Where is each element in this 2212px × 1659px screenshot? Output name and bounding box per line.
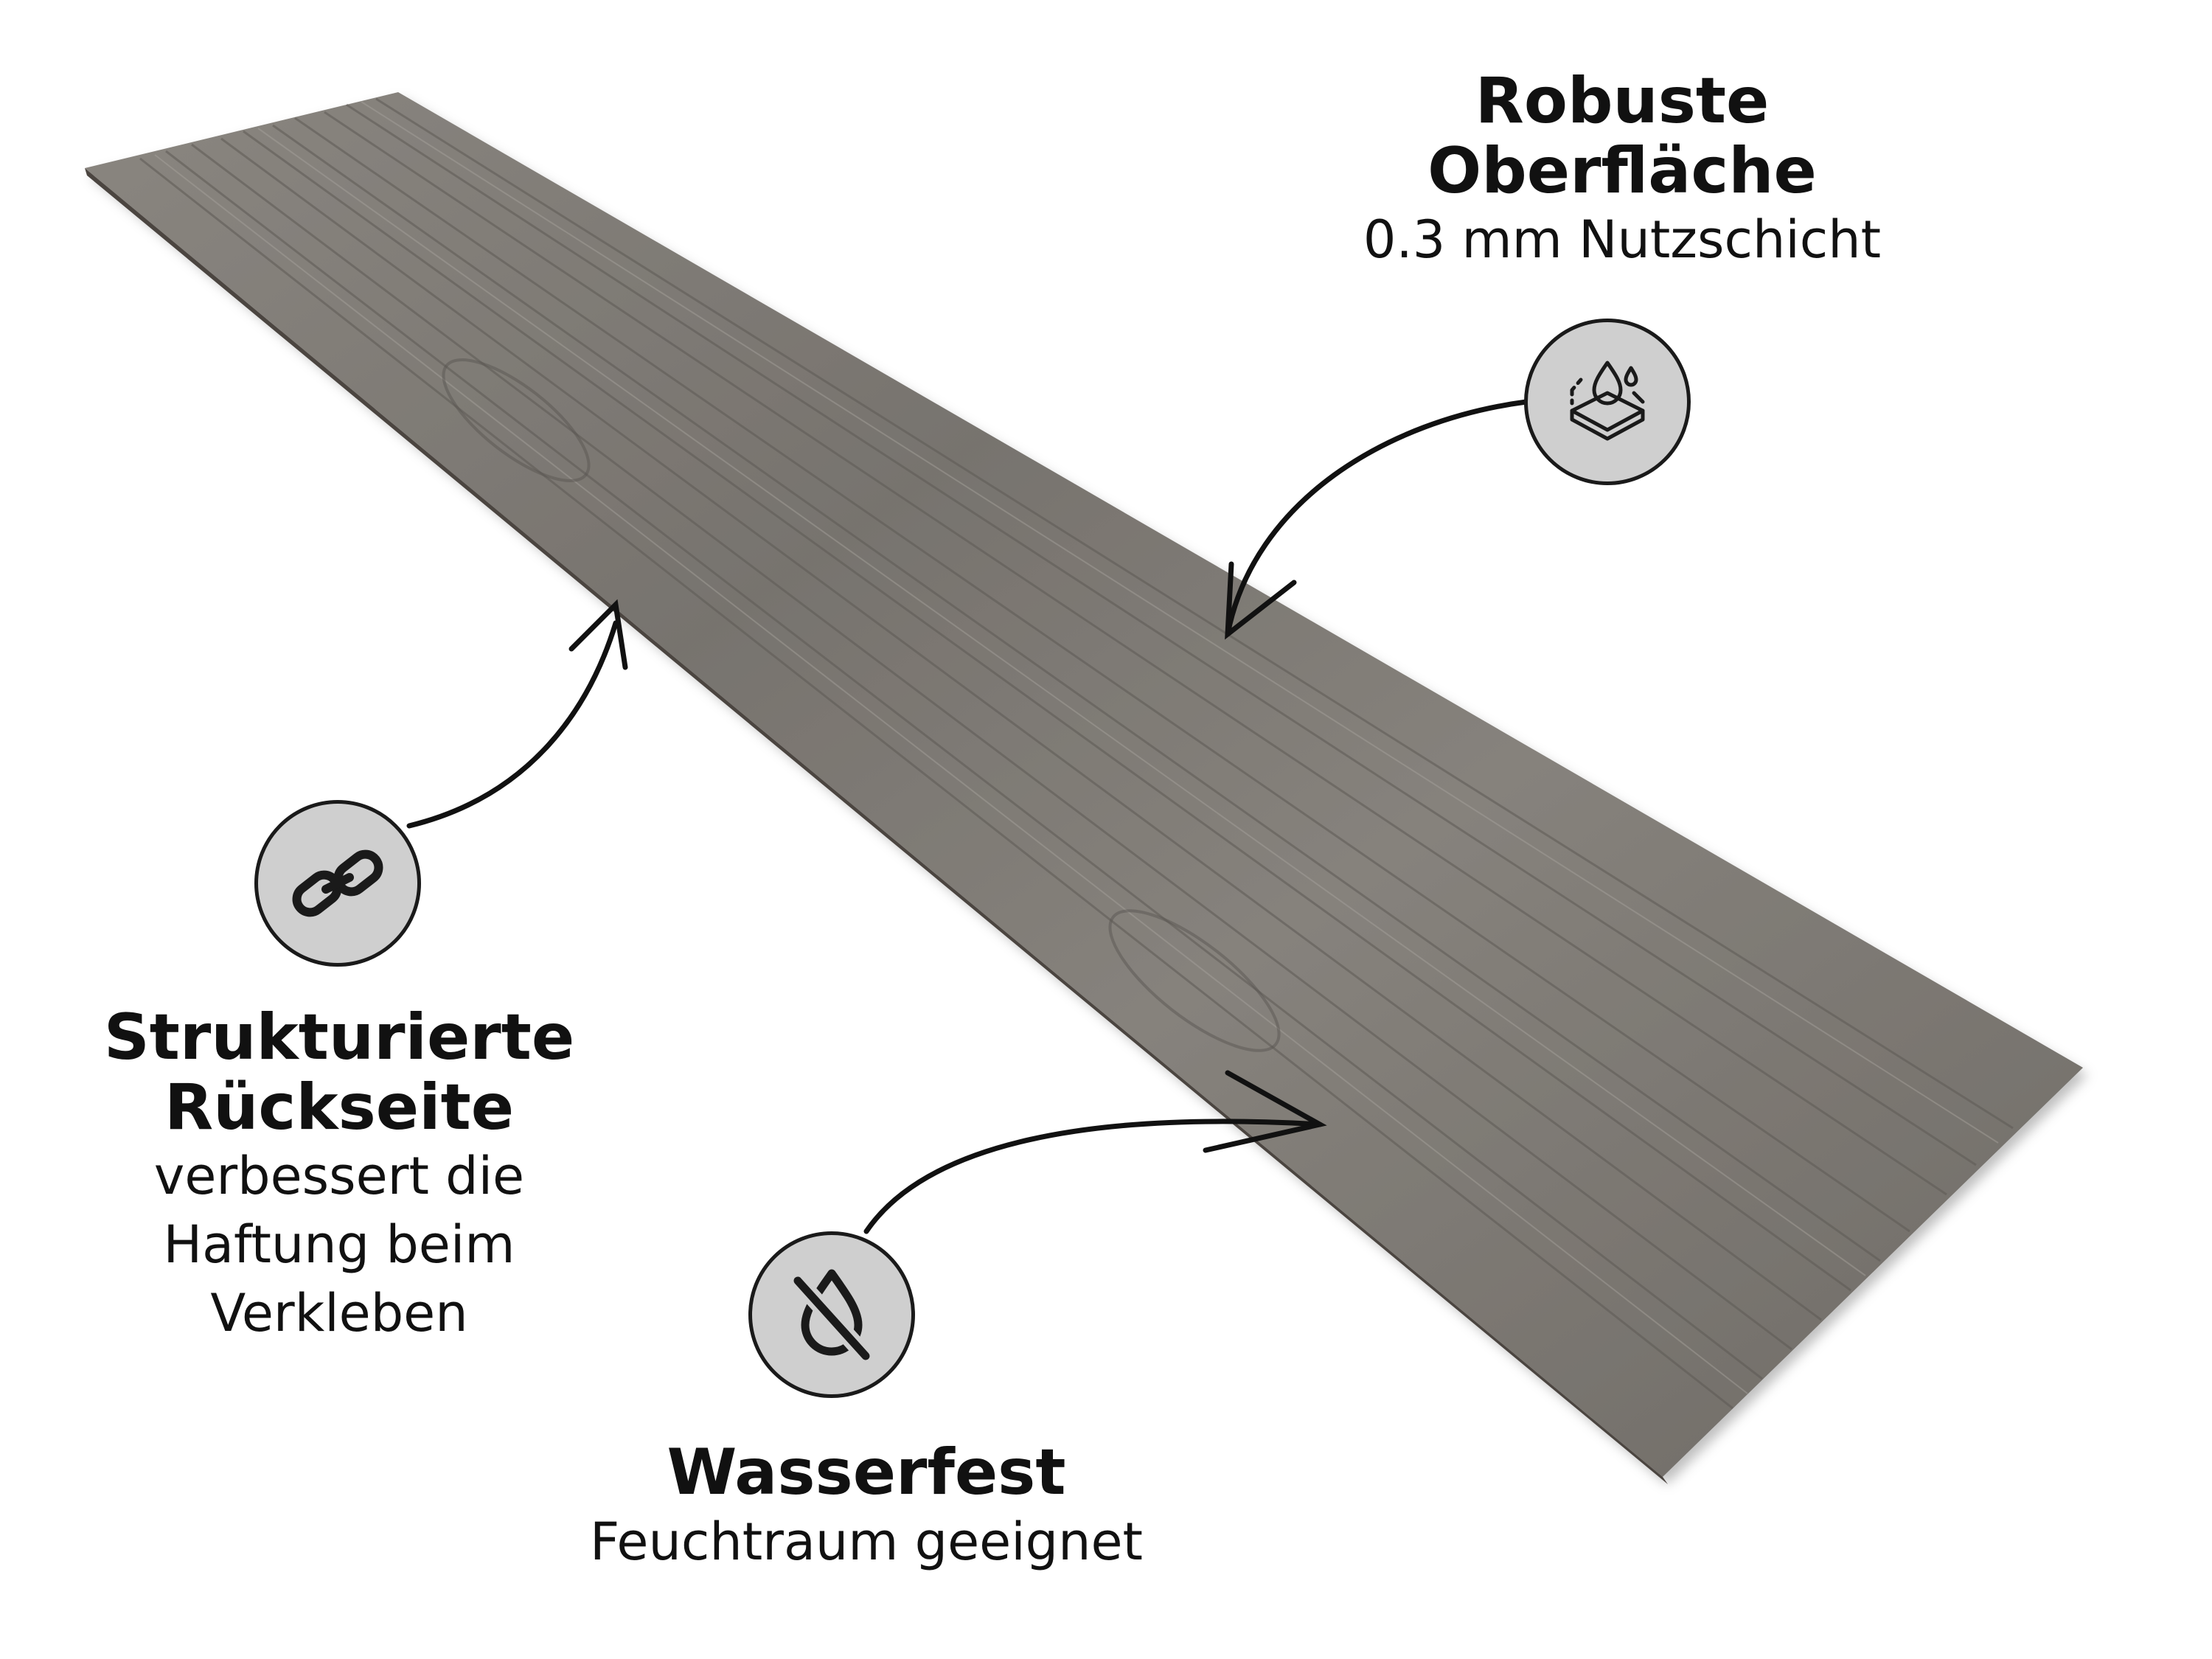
vinyl-plank: [85, 92, 2083, 1484]
layer-droplet-icon: [1524, 319, 1691, 485]
feature-backside-sub-line2: Haftung beim: [163, 1214, 515, 1276]
water-resistant-icon: [748, 1231, 915, 1398]
feature-backside-title-line2: Rückseite: [164, 1070, 515, 1144]
feature-surface-subtitle: 0.3 mm Nutzschicht: [1363, 209, 1882, 271]
feature-backside-label: Strukturierte Rückseite verbessert die H…: [44, 1003, 634, 1348]
arrow-surface: [1225, 399, 1529, 637]
arrow-waterproof: [863, 1119, 1323, 1234]
chain-link-icon: [254, 800, 421, 967]
feature-backside-sub-line3: Verkleben: [210, 1283, 468, 1344]
wood-grain: [139, 97, 2014, 1410]
feature-surface-title-line1: Robuste: [1475, 64, 1770, 138]
feature-backside-sub-line1: verbessert die: [153, 1146, 525, 1207]
arrowhead-surface: [1225, 561, 1297, 640]
feature-waterproof-subtitle: Feuchtraum geeignet: [590, 1511, 1143, 1572]
feature-surface-title-line2: Oberfläche: [1427, 133, 1817, 208]
arrow-backside: [406, 620, 619, 829]
arrows: [406, 399, 1529, 1234]
feature-backside-title-line1: Strukturierte: [103, 1001, 575, 1074]
feature-surface-label: Robuste Oberfläche 0.3 mm Nutzschicht: [1283, 66, 1961, 274]
feature-waterproof-label: Wasserfest Feuchtraum geeignet: [516, 1438, 1217, 1576]
feature-waterproof-title: Wasserfest: [667, 1436, 1066, 1509]
arrowhead-backside: [568, 599, 628, 670]
arrowhead-waterproof: [1203, 1070, 1327, 1153]
